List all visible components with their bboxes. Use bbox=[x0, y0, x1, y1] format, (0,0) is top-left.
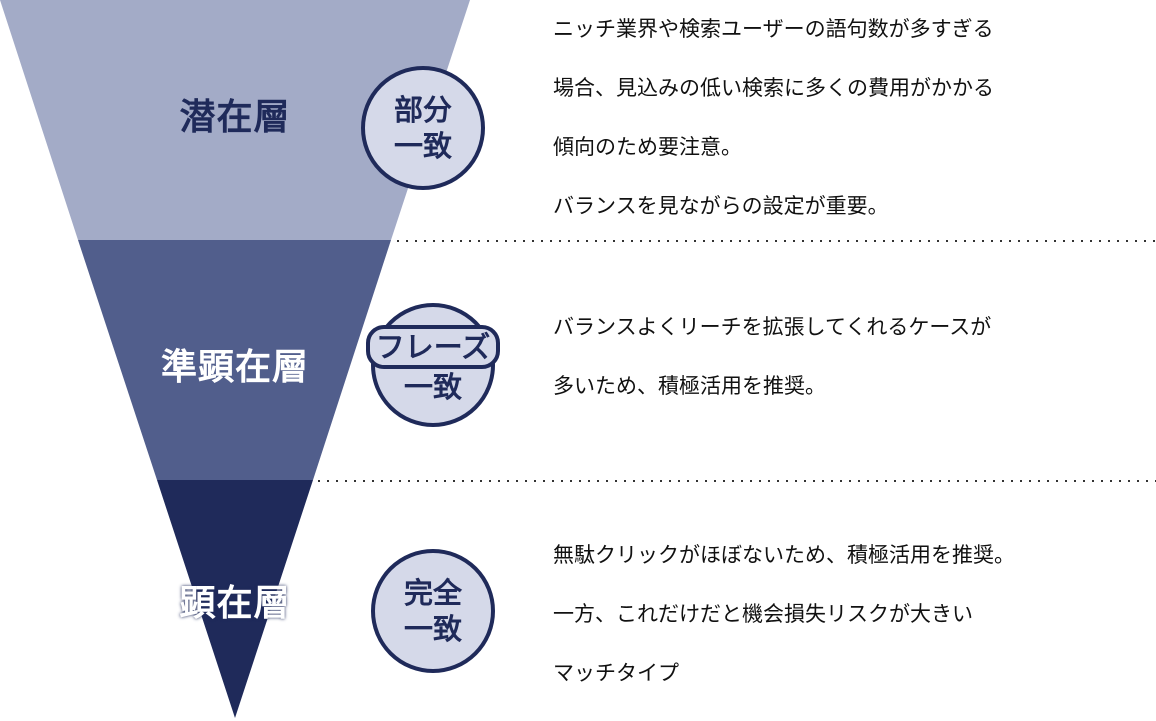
badge-line: 部分 bbox=[393, 93, 452, 127]
layer-label-semi-manifest: 準顕在層 bbox=[160, 347, 309, 388]
description-line: 場合、見込みの低い検索に多くの費用がかかる bbox=[553, 76, 994, 100]
badge-line: フレーズ bbox=[365, 325, 501, 369]
funnel-middle-band bbox=[78, 240, 391, 480]
description-line: 傾向のため要注意。 bbox=[553, 135, 742, 159]
description-semi-manifest: バランスよくリーチを拡張してくれるケースが 多いため、積極活用を推奨。 bbox=[553, 312, 991, 430]
description-line: ニッチ業界や検索ユーザーの語句数が多すぎる bbox=[553, 17, 994, 41]
description-latent: ニッチ業界や検索ユーザーの語句数が多すぎる 場合、見込みの低い検索に多くの費用が… bbox=[553, 14, 994, 250]
badge-line: 完全 bbox=[403, 576, 462, 610]
layer-label-latent: 潜在層 bbox=[179, 97, 291, 138]
description-line: バランスよくリーチを拡張してくれるケースが bbox=[553, 315, 992, 339]
layer-label-manifest: 顕在層 bbox=[179, 583, 291, 624]
description-line: 無駄クリックがほぼないため、積極活用を推奨。 bbox=[553, 543, 1015, 567]
description-line: 一方、これだけだと機会損失リスクが大きい bbox=[553, 602, 973, 626]
funnel-bottom-band bbox=[157, 480, 313, 718]
badge-line: 一致 bbox=[403, 370, 462, 404]
badge-line: 一致 bbox=[403, 612, 462, 646]
badge-partial-match: 部分 一致 bbox=[361, 66, 485, 190]
description-line: マッチタイプ bbox=[553, 661, 679, 685]
description-line: バランスを見ながらの設定が重要。 bbox=[553, 194, 889, 218]
badge-exact-match: 完全 一致 bbox=[371, 549, 495, 673]
description-line: 多いため、積極活用を推奨。 bbox=[553, 374, 826, 398]
badge-phrase-match: フレーズ 一致 bbox=[365, 303, 501, 427]
badge-line: 一致 bbox=[393, 129, 452, 163]
description-manifest: 無駄クリックがほぼないため、積極活用を推奨。 一方、これだけだと機会損失リスクが… bbox=[553, 540, 1015, 717]
funnel-top-band bbox=[0, 0, 470, 240]
